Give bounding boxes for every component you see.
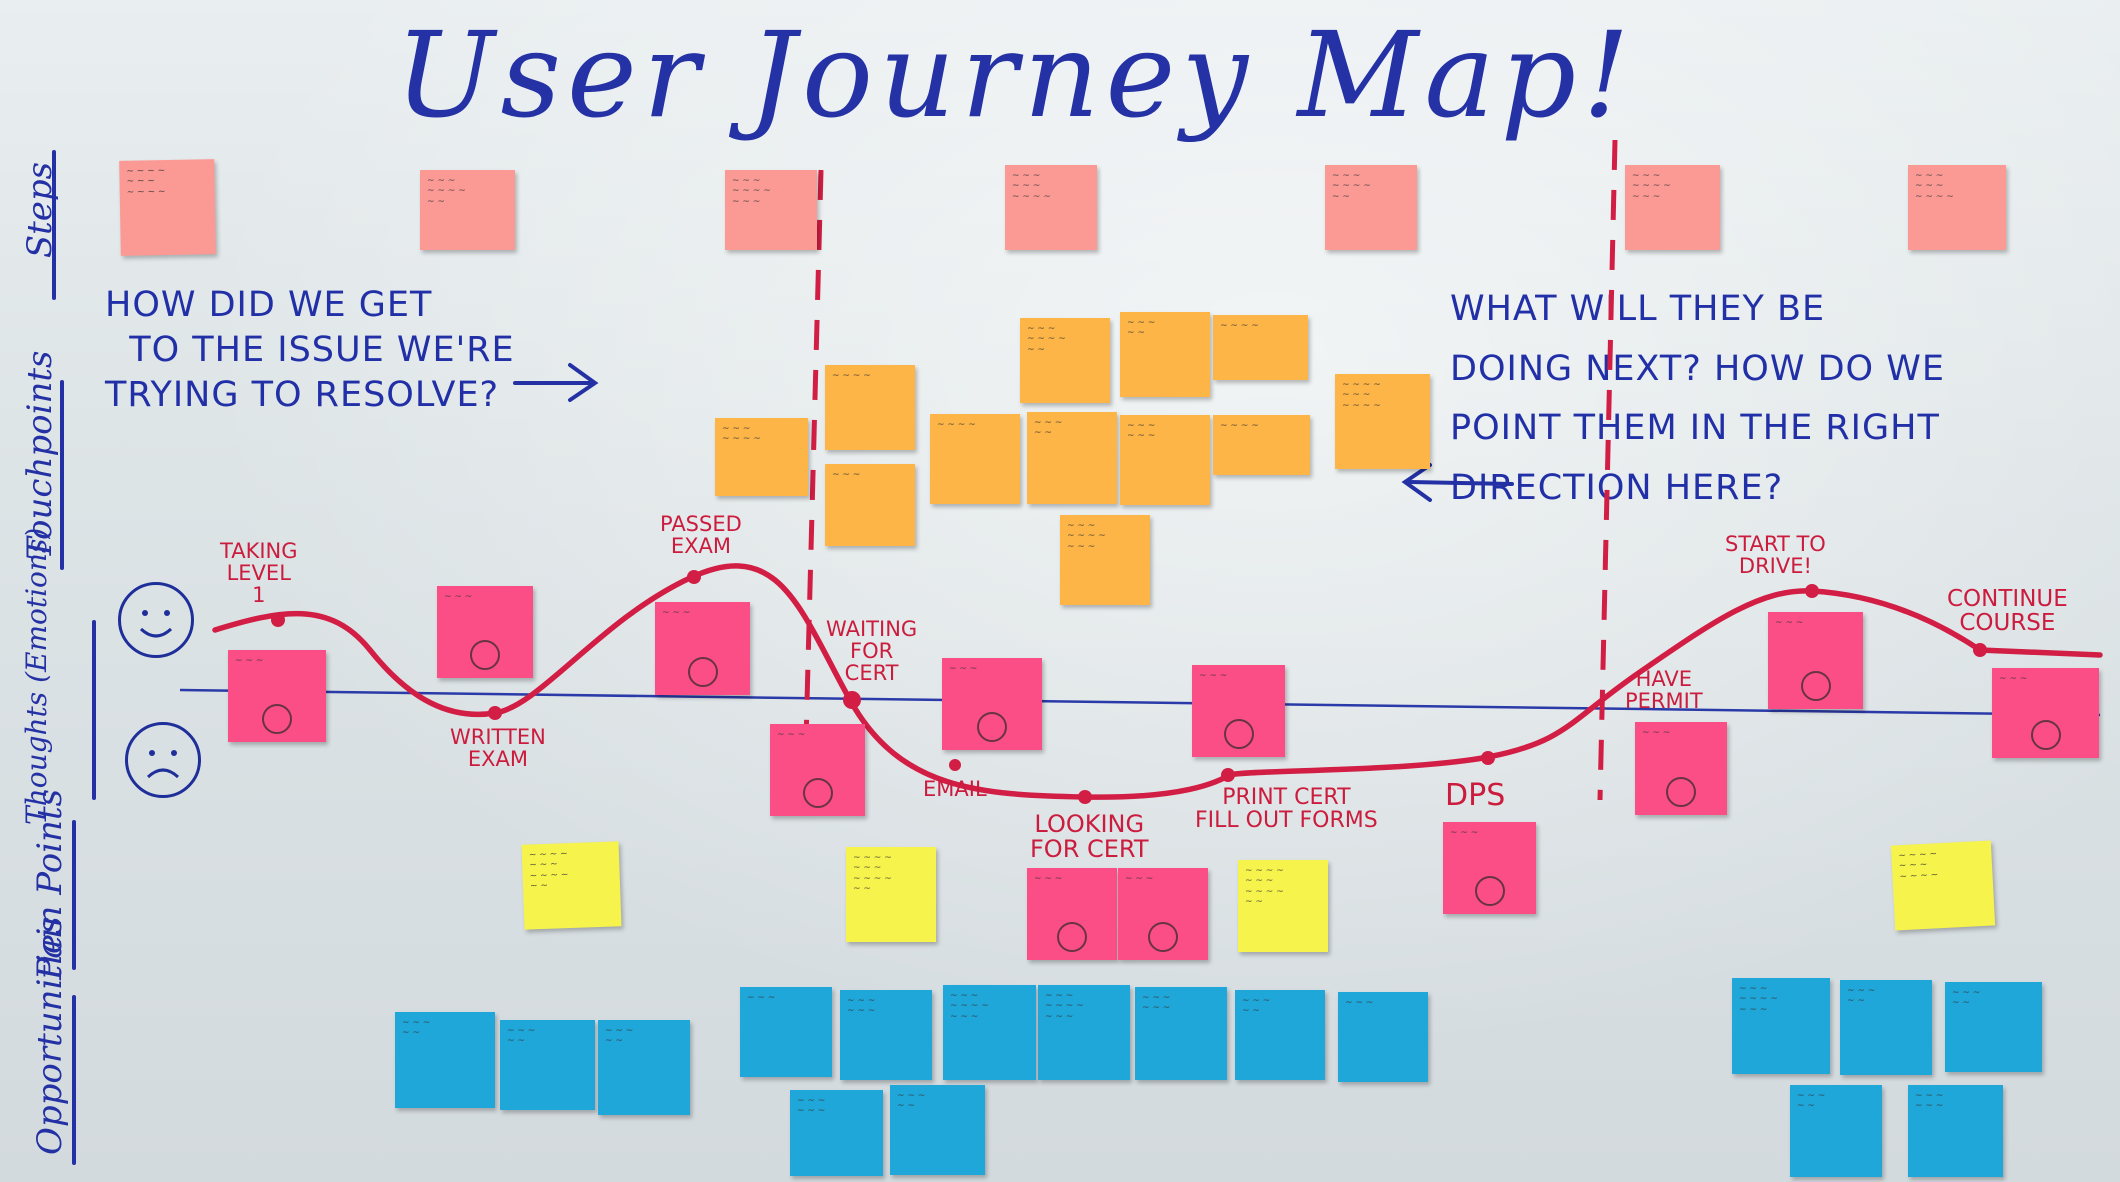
sticky-note-emotion: ~ ~ ~	[1192, 665, 1285, 757]
sticky-note-opportunity: ~ ~ ~~ ~	[1840, 980, 1932, 1075]
sticky-note-emotion: ~ ~ ~	[942, 658, 1042, 750]
sticky-note-opportunity: ~ ~ ~~ ~ ~	[790, 1090, 883, 1176]
page-title: User Journey Map!	[395, 6, 1636, 144]
curve-dot-print-cert	[1221, 768, 1235, 782]
curve-dot-start-drive	[1805, 584, 1819, 598]
left-arrow-icon	[1401, 463, 1514, 502]
question-right: WHAT WILL THEY BE DOING NEXT? HOW DO WE …	[1450, 289, 1945, 508]
sticky-note-opportunity: ~ ~ ~~ ~	[598, 1020, 690, 1115]
curve-label-looking-cert: LOOKING FOR CERT	[1030, 810, 1149, 864]
phase-divider-left	[803, 169, 824, 741]
sticky-note-touchpoint: ~ ~ ~	[825, 464, 915, 546]
sticky-note-opportunity: ~ ~ ~	[740, 987, 832, 1077]
sticky-note-emotion: ~ ~ ~	[1768, 612, 1863, 709]
sticky-note-opportunity: ~ ~ ~~ ~	[890, 1085, 985, 1175]
sticky-note-opportunity: ~ ~ ~	[1338, 992, 1428, 1082]
curve-label-passed-exam: PASSED EXAM	[660, 512, 742, 559]
sticky-note-touchpoint: ~ ~ ~ ~	[825, 365, 915, 450]
sticky-note-emotion: ~ ~ ~	[1027, 868, 1117, 960]
sticky-note-opportunity: ~ ~ ~~ ~ ~ ~~ ~ ~	[1038, 985, 1130, 1080]
sticky-note-opportunity: ~ ~ ~~ ~	[1235, 990, 1325, 1080]
sticky-note-opportunity: ~ ~ ~~ ~ ~ ~~ ~ ~	[1732, 978, 1830, 1074]
emotion-curve	[212, 563, 2103, 800]
curve-dot-written-exam	[488, 706, 502, 720]
sticky-note-opportunity: ~ ~ ~~ ~	[500, 1020, 595, 1110]
row-divider-touchpoints	[60, 380, 64, 570]
sticky-note-emotion: ~ ~ ~	[1118, 868, 1208, 960]
sticky-note-step-6: ~ ~ ~~ ~ ~ ~~ ~ ~	[1625, 165, 1720, 250]
sticky-note-touchpoint: ~ ~ ~~ ~ ~	[1120, 415, 1210, 505]
sticky-note-step-3: ~ ~ ~~ ~ ~ ~~ ~ ~	[725, 170, 817, 250]
sticky-note-step-7: ~ ~ ~~ ~ ~~ ~ ~ ~	[1908, 165, 2006, 250]
curve-dot-dps	[1481, 751, 1495, 765]
curve-label-start-drive: START TO DRIVE!	[1725, 532, 1826, 579]
sad-face-icon	[125, 722, 201, 798]
curve-dot-waiting-cert	[843, 691, 861, 709]
sticky-note-touchpoint: ~ ~ ~ ~	[930, 414, 1020, 504]
sticky-note-opportunity: ~ ~ ~~ ~ ~	[1908, 1085, 2003, 1177]
sticky-note-touchpoint: ~ ~ ~ ~~ ~ ~~ ~ ~ ~	[1335, 374, 1430, 469]
row-divider-steps	[52, 150, 56, 300]
sticky-note-emotion: ~ ~ ~	[228, 650, 326, 742]
sticky-note-step-5: ~ ~ ~~ ~ ~ ~~ ~	[1325, 165, 1417, 250]
sticky-note-step-2: ~ ~ ~~ ~ ~ ~~ ~	[420, 170, 515, 250]
sticky-note-touchpoint: ~ ~ ~~ ~ ~ ~~ ~ ~	[1060, 515, 1150, 605]
sticky-note-touchpoint: ~ ~ ~~ ~ ~ ~~ ~	[1020, 318, 1110, 403]
sticky-note-emotion: ~ ~ ~	[1992, 668, 2099, 758]
curve-dot-taking-level	[271, 613, 285, 627]
sticky-note-opportunity: ~ ~ ~~ ~	[395, 1012, 495, 1108]
sticky-note-pain-point: ~ ~ ~ ~~ ~ ~~ ~ ~ ~~ ~	[1238, 860, 1328, 952]
sticky-note-touchpoint: ~ ~ ~~ ~ ~ ~	[715, 418, 808, 496]
sticky-note-pain-point: ~ ~ ~ ~~ ~ ~~ ~ ~ ~~ ~	[846, 847, 936, 942]
curve-label-waiting-cert: WAITING FOR CERT	[826, 617, 918, 686]
sticky-note-touchpoint: ~ ~ ~~ ~	[1027, 412, 1117, 504]
sticky-note-pain-point: ~ ~ ~ ~~ ~ ~~ ~ ~ ~~ ~	[521, 841, 622, 930]
sticky-note-opportunity: ~ ~ ~~ ~ ~	[1135, 987, 1227, 1080]
curve-label-have-permit: HAVE PERMIT	[1625, 667, 1703, 714]
sticky-note-opportunity: ~ ~ ~~ ~	[1945, 982, 2042, 1072]
curve-label-dps: DPS	[1445, 778, 1506, 813]
sticky-note-touchpoint: ~ ~ ~ ~	[1213, 315, 1308, 380]
row-divider-opportunities	[72, 995, 76, 1165]
curve-dot-email	[949, 759, 961, 771]
question-left: HOW DID WE GET TO THE ISSUE WE'RE TRYING…	[105, 285, 515, 415]
row-divider-pain-points	[72, 820, 76, 970]
sticky-note-step-4: ~ ~ ~~ ~ ~~ ~ ~ ~	[1005, 165, 1097, 250]
right-arrow-icon	[513, 363, 599, 402]
curve-label-print-cert: PRINT CERT FILL OUT FORMS	[1195, 785, 1378, 834]
sticky-note-step-1: ~ ~ ~ ~~ ~ ~~ ~ ~ ~	[119, 159, 216, 256]
sticky-note-emotion: ~ ~ ~	[655, 602, 750, 695]
sticky-note-opportunity: ~ ~ ~~ ~	[1790, 1085, 1882, 1177]
sticky-note-emotion: ~ ~ ~	[1635, 722, 1727, 815]
curve-label-continue: CONTINUE COURSE	[1947, 586, 2068, 637]
curve-label-email: EMAIL	[923, 777, 987, 801]
sticky-note-opportunity: ~ ~ ~~ ~ ~	[840, 990, 932, 1080]
sticky-note-emotion: ~ ~ ~	[1443, 822, 1536, 914]
curve-dot-continue	[1973, 643, 1987, 657]
neutral-baseline	[179, 688, 2101, 717]
sticky-note-emotion: ~ ~ ~	[770, 724, 865, 816]
curve-dot-passed-exam	[687, 570, 701, 584]
sticky-note-emotion: ~ ~ ~	[437, 586, 533, 678]
curve-dot-looking-cert	[1078, 790, 1092, 804]
curve-label-taking-level: TAKING LEVEL 1	[220, 539, 298, 608]
row-divider-thoughts	[92, 620, 96, 800]
happy-face-icon	[118, 582, 194, 658]
sticky-note-touchpoint: ~ ~ ~ ~	[1213, 415, 1310, 475]
sticky-note-touchpoint: ~ ~ ~~ ~	[1120, 312, 1210, 397]
sticky-note-opportunity: ~ ~ ~~ ~ ~ ~~ ~ ~	[943, 985, 1036, 1080]
sticky-note-pain-point: ~ ~ ~ ~~ ~ ~~ ~ ~ ~	[1890, 840, 1996, 931]
curve-label-written-exam: WRITTEN EXAM	[450, 725, 546, 772]
phase-divider-right	[1597, 139, 1618, 801]
curve-dots	[271, 570, 1987, 804]
